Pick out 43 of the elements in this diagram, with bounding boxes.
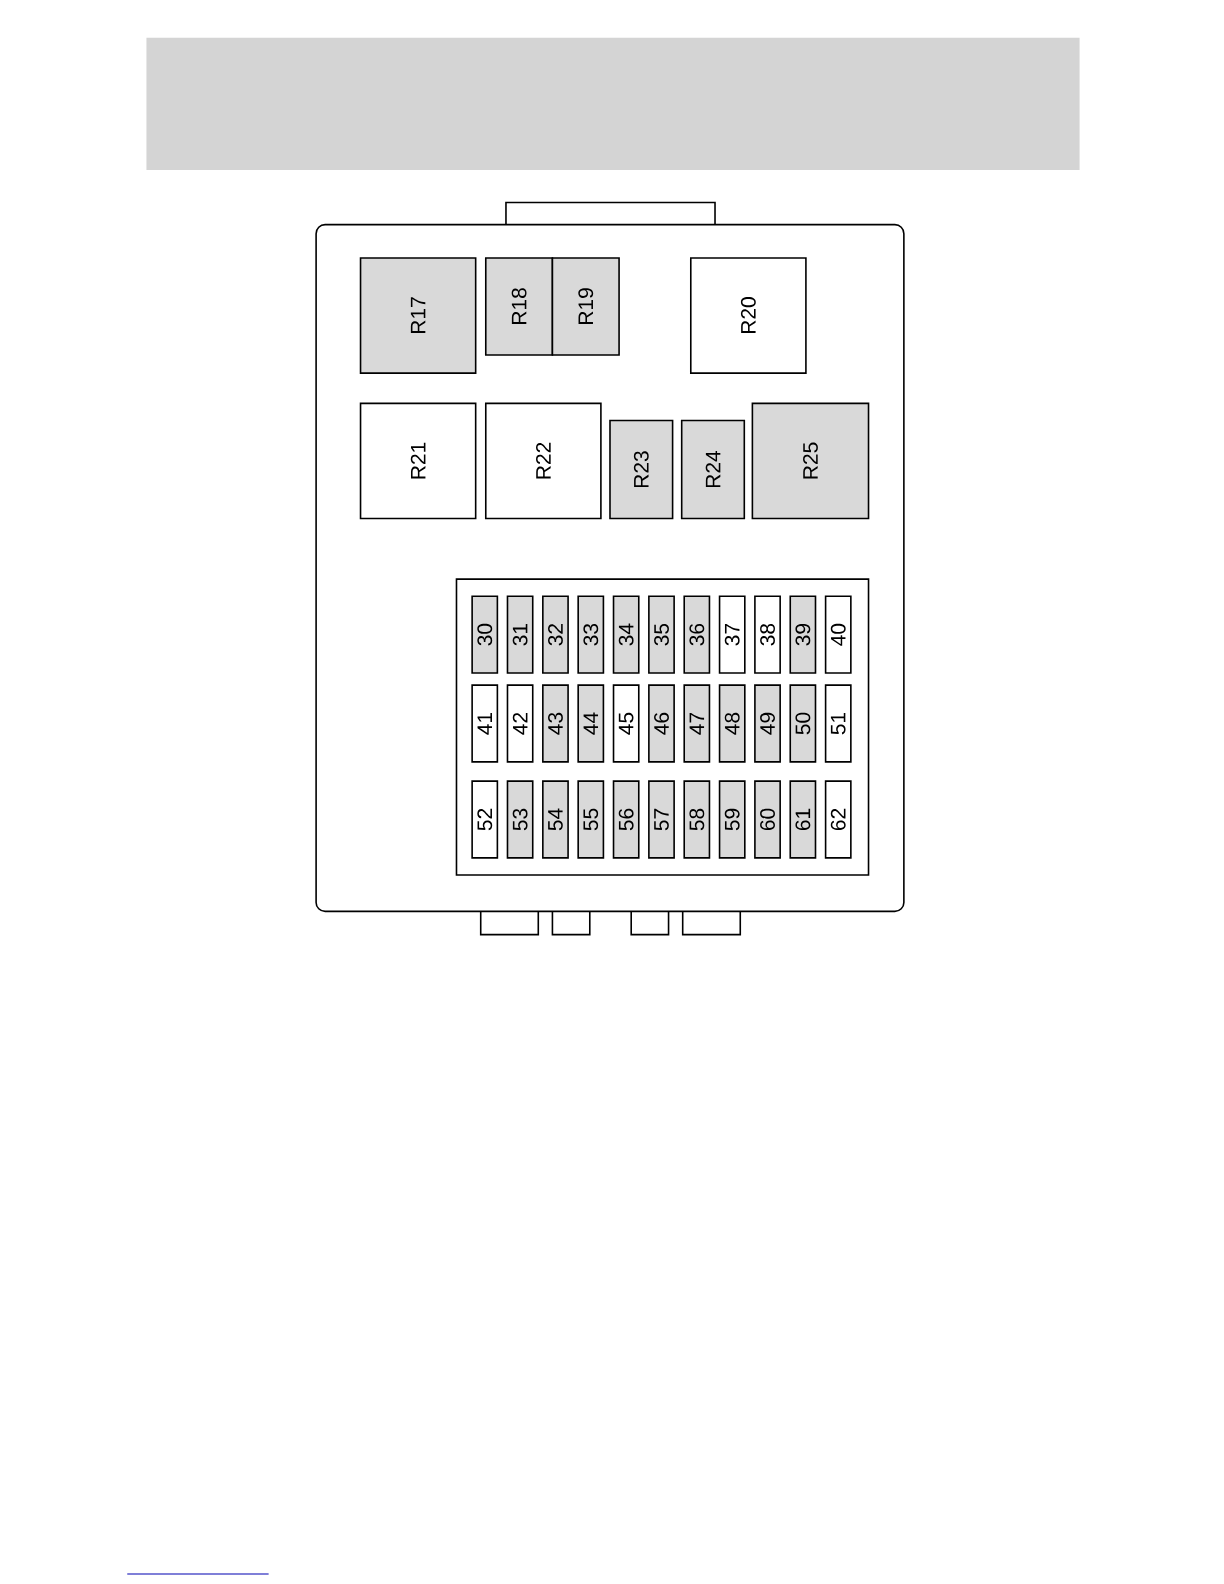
fuse-box: 61	[789, 780, 817, 859]
fuse-box: 48	[718, 684, 746, 763]
relay-box: R20	[690, 257, 807, 374]
relay-box: R25	[751, 402, 870, 520]
fuse-box: 47	[683, 684, 711, 763]
fuse-box: 38	[754, 595, 781, 674]
fuse-box: 31	[506, 595, 534, 674]
fuse-box: 60	[754, 780, 781, 859]
fuse-box: 40	[824, 595, 852, 674]
fuse-box: 36	[683, 595, 711, 674]
fuse-box: 42	[506, 684, 534, 763]
fuse-box: 57	[648, 780, 675, 859]
relay-box: R17	[359, 257, 477, 374]
fuse-panel	[455, 578, 870, 876]
fuse-box: 62	[824, 780, 852, 859]
fuse-box: 59	[718, 780, 746, 859]
fuse-box: 52	[471, 780, 499, 859]
fuse-box: 55	[577, 780, 605, 859]
fuse-box: 43	[542, 684, 569, 763]
fuse-box: 50	[789, 684, 817, 763]
fuse-box: 44	[577, 684, 605, 763]
relay-box: R19	[551, 257, 620, 356]
fuse-box: 33	[577, 595, 605, 674]
fuse-box: 54	[542, 780, 569, 859]
relay-box: R24	[680, 419, 746, 520]
fuse-box: 46	[648, 684, 675, 763]
fuse-box: 53	[506, 780, 534, 859]
fuse-box: 30	[471, 595, 499, 674]
fuse-box: 51	[824, 684, 852, 763]
fuse-box: 41	[471, 684, 499, 763]
fuse-box: 37	[718, 595, 746, 674]
fuse-box: 45	[612, 684, 640, 763]
relay-box: R22	[484, 402, 602, 520]
fuse-box: 32	[542, 595, 569, 674]
relay-box: R21	[359, 402, 477, 520]
fuse-box: 39	[789, 595, 817, 674]
relay-box: R23	[609, 419, 674, 520]
fuse-box: 34	[612, 595, 640, 674]
fuse-box: 35	[648, 595, 675, 674]
fuse-box: 49	[754, 684, 781, 763]
fuse-box: 58	[683, 780, 711, 859]
fuse-box: 56	[612, 780, 640, 859]
relay-box: R18	[484, 257, 554, 356]
